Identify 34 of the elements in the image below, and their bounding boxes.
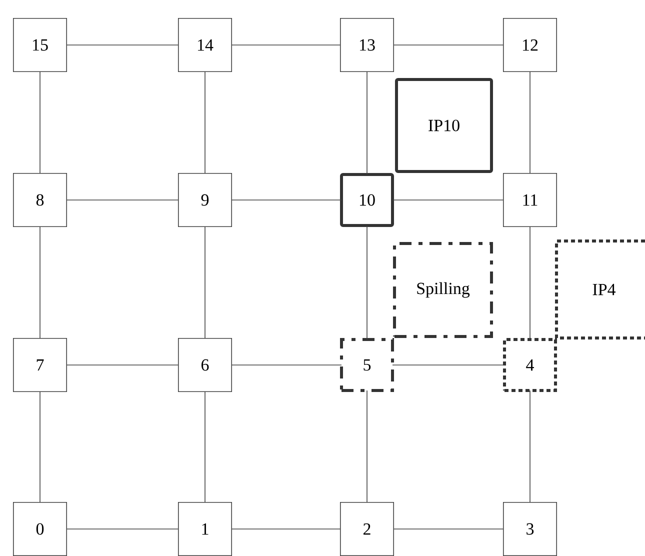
link-line (231, 528, 341, 530)
router-box: 8 (13, 173, 67, 227)
link-line (366, 71, 368, 175)
router-box: 4 (503, 338, 557, 392)
spilling-box: Spilling (393, 242, 493, 338)
link-line (204, 391, 206, 503)
link-line (392, 364, 505, 366)
link-line (393, 528, 504, 530)
router-box: 1 (178, 502, 232, 556)
router-box: 3 (503, 502, 557, 556)
link-line (204, 71, 206, 174)
link-line (231, 44, 341, 46)
router-box: 14 (178, 18, 232, 72)
router-box: 7 (13, 338, 67, 392)
router-box: 5 (340, 338, 394, 392)
router-box: 6 (178, 338, 232, 392)
router-box: 12 (503, 18, 557, 72)
link-line (366, 225, 368, 340)
router-box: 9 (178, 173, 232, 227)
link-line (66, 44, 179, 46)
router-box: 11 (503, 173, 557, 227)
link-line (66, 528, 179, 530)
link-line (66, 364, 179, 366)
router-box: 0 (13, 502, 67, 556)
router-box: 15 (13, 18, 67, 72)
router-box: 10 (340, 173, 394, 227)
ip-core-box: IP4 (555, 240, 645, 340)
router-box: 13 (340, 18, 394, 72)
router-box: 2 (340, 502, 394, 556)
ip-core-box: IP10 (395, 78, 493, 173)
link-line (204, 226, 206, 339)
link-line (393, 44, 504, 46)
link-line (366, 390, 368, 503)
link-line (231, 364, 342, 366)
